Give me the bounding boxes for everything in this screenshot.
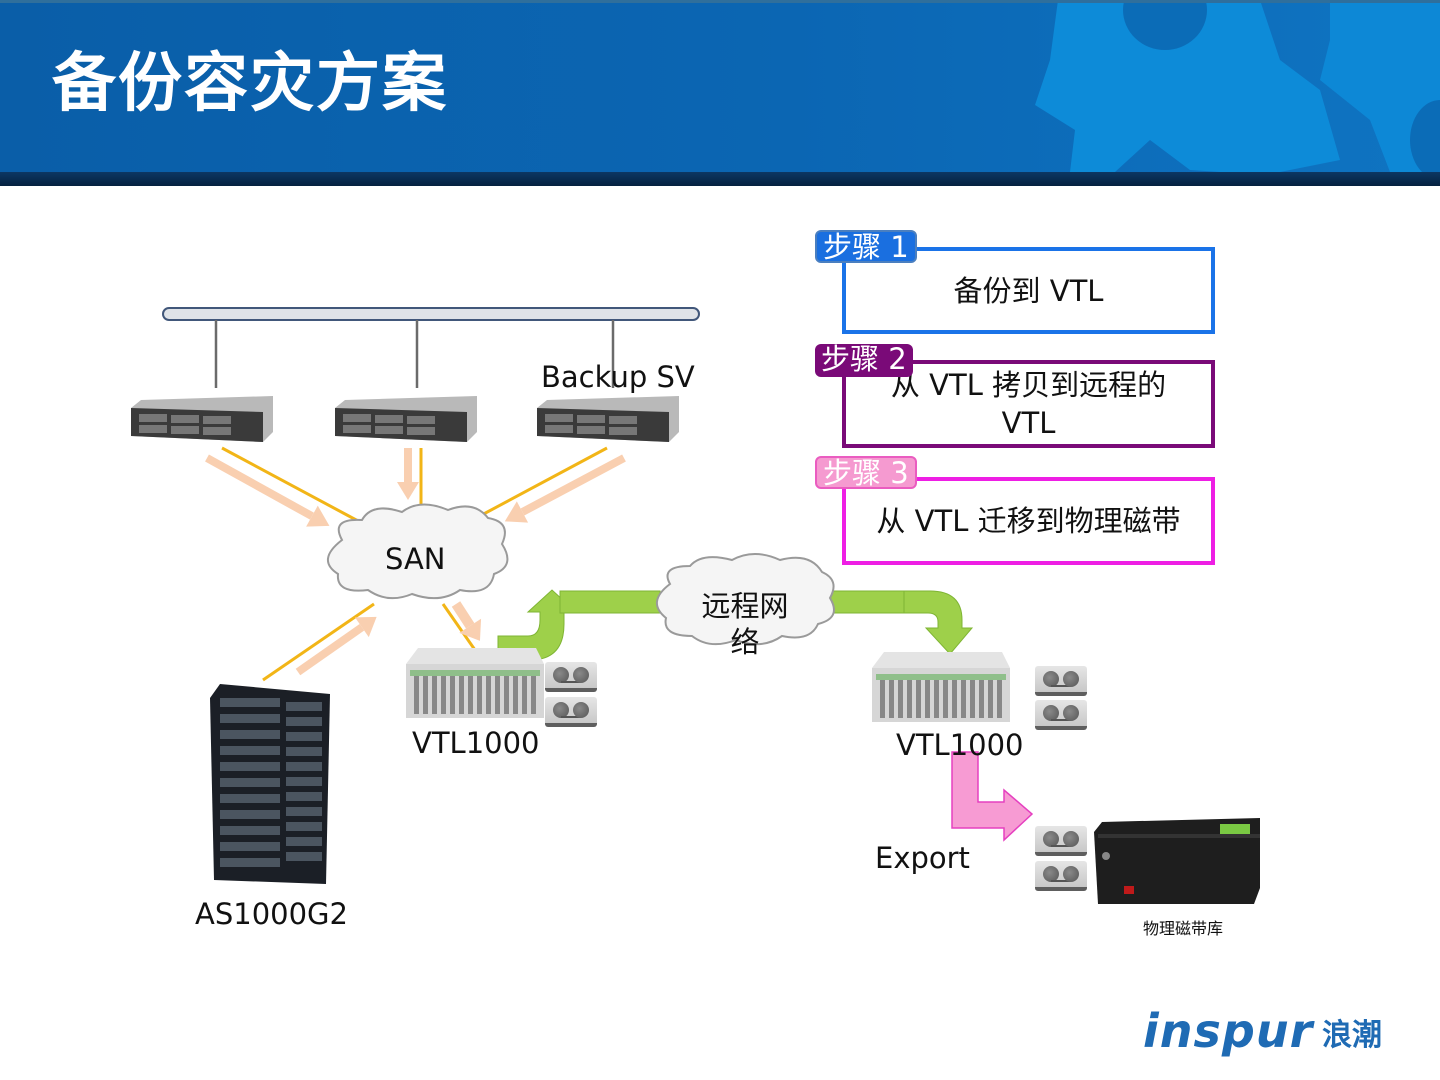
virtual-tape-icon [545,662,597,692]
backup-server-label: Backup SV [541,360,695,394]
physical-tape-icon [1035,861,1087,891]
export-label: Export [875,841,970,875]
flow-arrow-server3 [504,454,626,523]
flow-arrow-server2 [397,448,419,500]
step-2-tag: 步骤 2 [815,344,913,377]
san-label: SAN [385,542,446,576]
vtl-left-device [406,648,544,718]
data-flow-arrows [205,448,626,676]
vtl-right-device [872,652,1010,722]
tape-library-label: 物理磁带库 [1143,919,1224,938]
header-banner: 备份容灾方案 [0,0,1440,186]
flow-arrow-storage [295,616,377,676]
step-2-text: 从 VTL 拷贝到远程的 VTL [890,368,1167,440]
inspur-logo: inspur [1143,1004,1314,1058]
virtual-tape-icon [1035,666,1087,696]
step-3-text: 从 VTL 迁移到物理磁带 [876,504,1181,538]
backup-server-3 [537,396,679,442]
remote-network-label: 远程网络 [701,589,789,659]
physical-tape-icon [1035,826,1087,856]
virtual-tape-icon [545,697,597,727]
backup-server-2 [335,396,477,442]
flow-arrow-to-vtl [451,601,482,641]
san-links [221,446,608,682]
storage-rack-icon [210,684,330,884]
export-arrow [951,751,1034,842]
step-2-box: 从 VTL 拷贝到远程的 VTL [842,360,1215,448]
backup-server-1 [131,396,273,442]
replication-arrow [497,589,974,661]
step-1-text: 备份到 VTL [953,273,1104,308]
virtual-tape-icon [1035,700,1087,730]
lan-bus [162,307,700,388]
inspur-logo-cn: 浪潮 [1322,1018,1382,1053]
step-3-box: 从 VTL 迁移到物理磁带 [842,477,1215,565]
gear-icon [1035,0,1440,172]
step-3-tag: 步骤 3 [815,456,917,489]
vtl-left-label: VTL1000 [412,726,540,760]
vtl-right-label: VTL1000 [896,728,1024,762]
storage-label: AS1000G2 [195,897,348,931]
san-cloud [327,503,509,600]
step-1-tag: 步骤 1 [815,230,917,263]
header-divider [0,172,1440,186]
header-topline [0,0,1440,3]
flow-arrow-server1 [205,454,330,527]
remote-network-cloud [656,553,835,646]
tape-library-icon [1094,818,1260,904]
page-title: 备份容灾方案 [52,47,448,121]
